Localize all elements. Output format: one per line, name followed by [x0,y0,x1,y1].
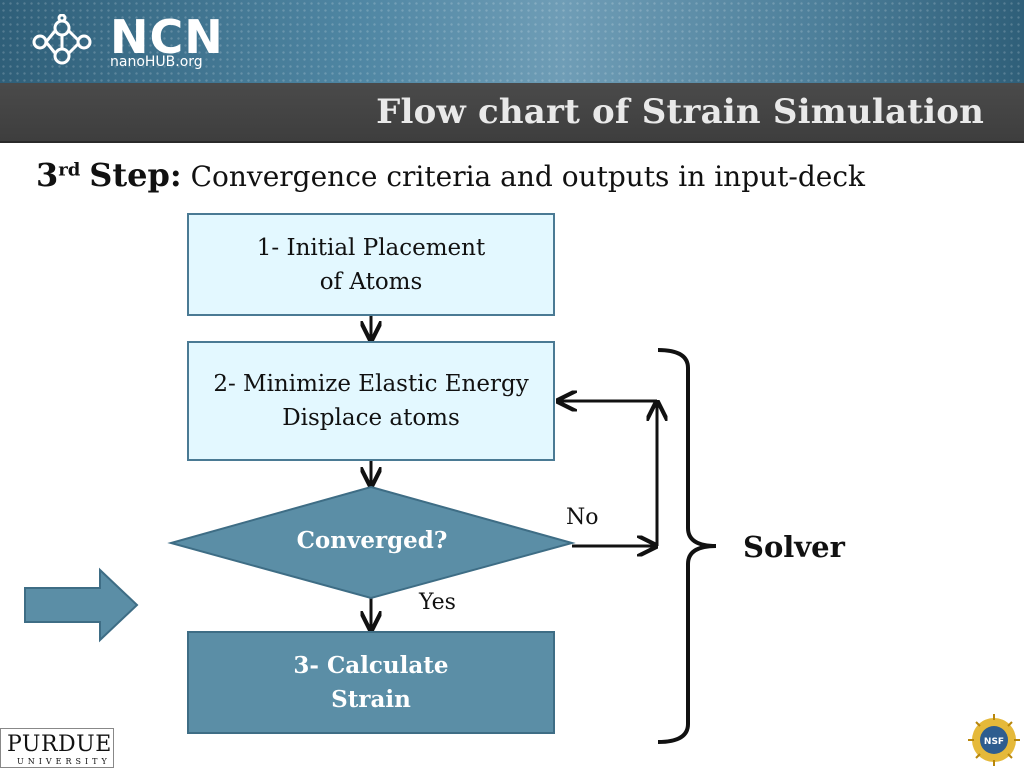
decision-diamond [167,485,576,600]
nsf-seal-icon: NSF [968,714,1020,766]
molecule-logo-icon [32,14,92,65]
step-ordinal: rd [58,159,81,181]
logo-text: NCN [110,10,224,64]
yes-label: Yes [419,590,456,615]
step-description: Convergence criteria and outputs in inpu… [190,160,865,193]
slide-title: Flow chart of Strain Simulation [376,92,984,132]
step-label: Step: [89,156,182,194]
solver-bracket [657,348,717,744]
purdue-logo: PURDUE UNIVERSITY [0,728,114,768]
purdue-wordmark: PURDUE [7,732,112,757]
no-label: No [566,505,599,530]
decision-label: Converged? [296,527,448,554]
step3-box: 3- Calculate Strain [187,631,555,734]
step1-box: 1- Initial Placement of Atoms [187,213,555,316]
logo-subtext: nanoHUB.org [110,54,203,70]
purdue-subtext: UNIVERSITY [17,757,111,766]
solver-label: Solver [743,530,845,564]
step-number: 3 [36,156,59,194]
step2-box: 2- Minimize Elastic Energy Displace atom… [187,341,555,461]
step-heading: 3rd Step: Convergence criteria and outpu… [36,156,865,194]
title-bar [0,83,1024,143]
banner-texture [0,0,1024,83]
ncn-logo: NCN nanoHUB.org [30,10,230,76]
header-banner: NCN nanoHUB.org [0,0,1024,83]
left-arrow-icon [24,567,139,643]
nsf-label: NSF [984,737,1004,747]
